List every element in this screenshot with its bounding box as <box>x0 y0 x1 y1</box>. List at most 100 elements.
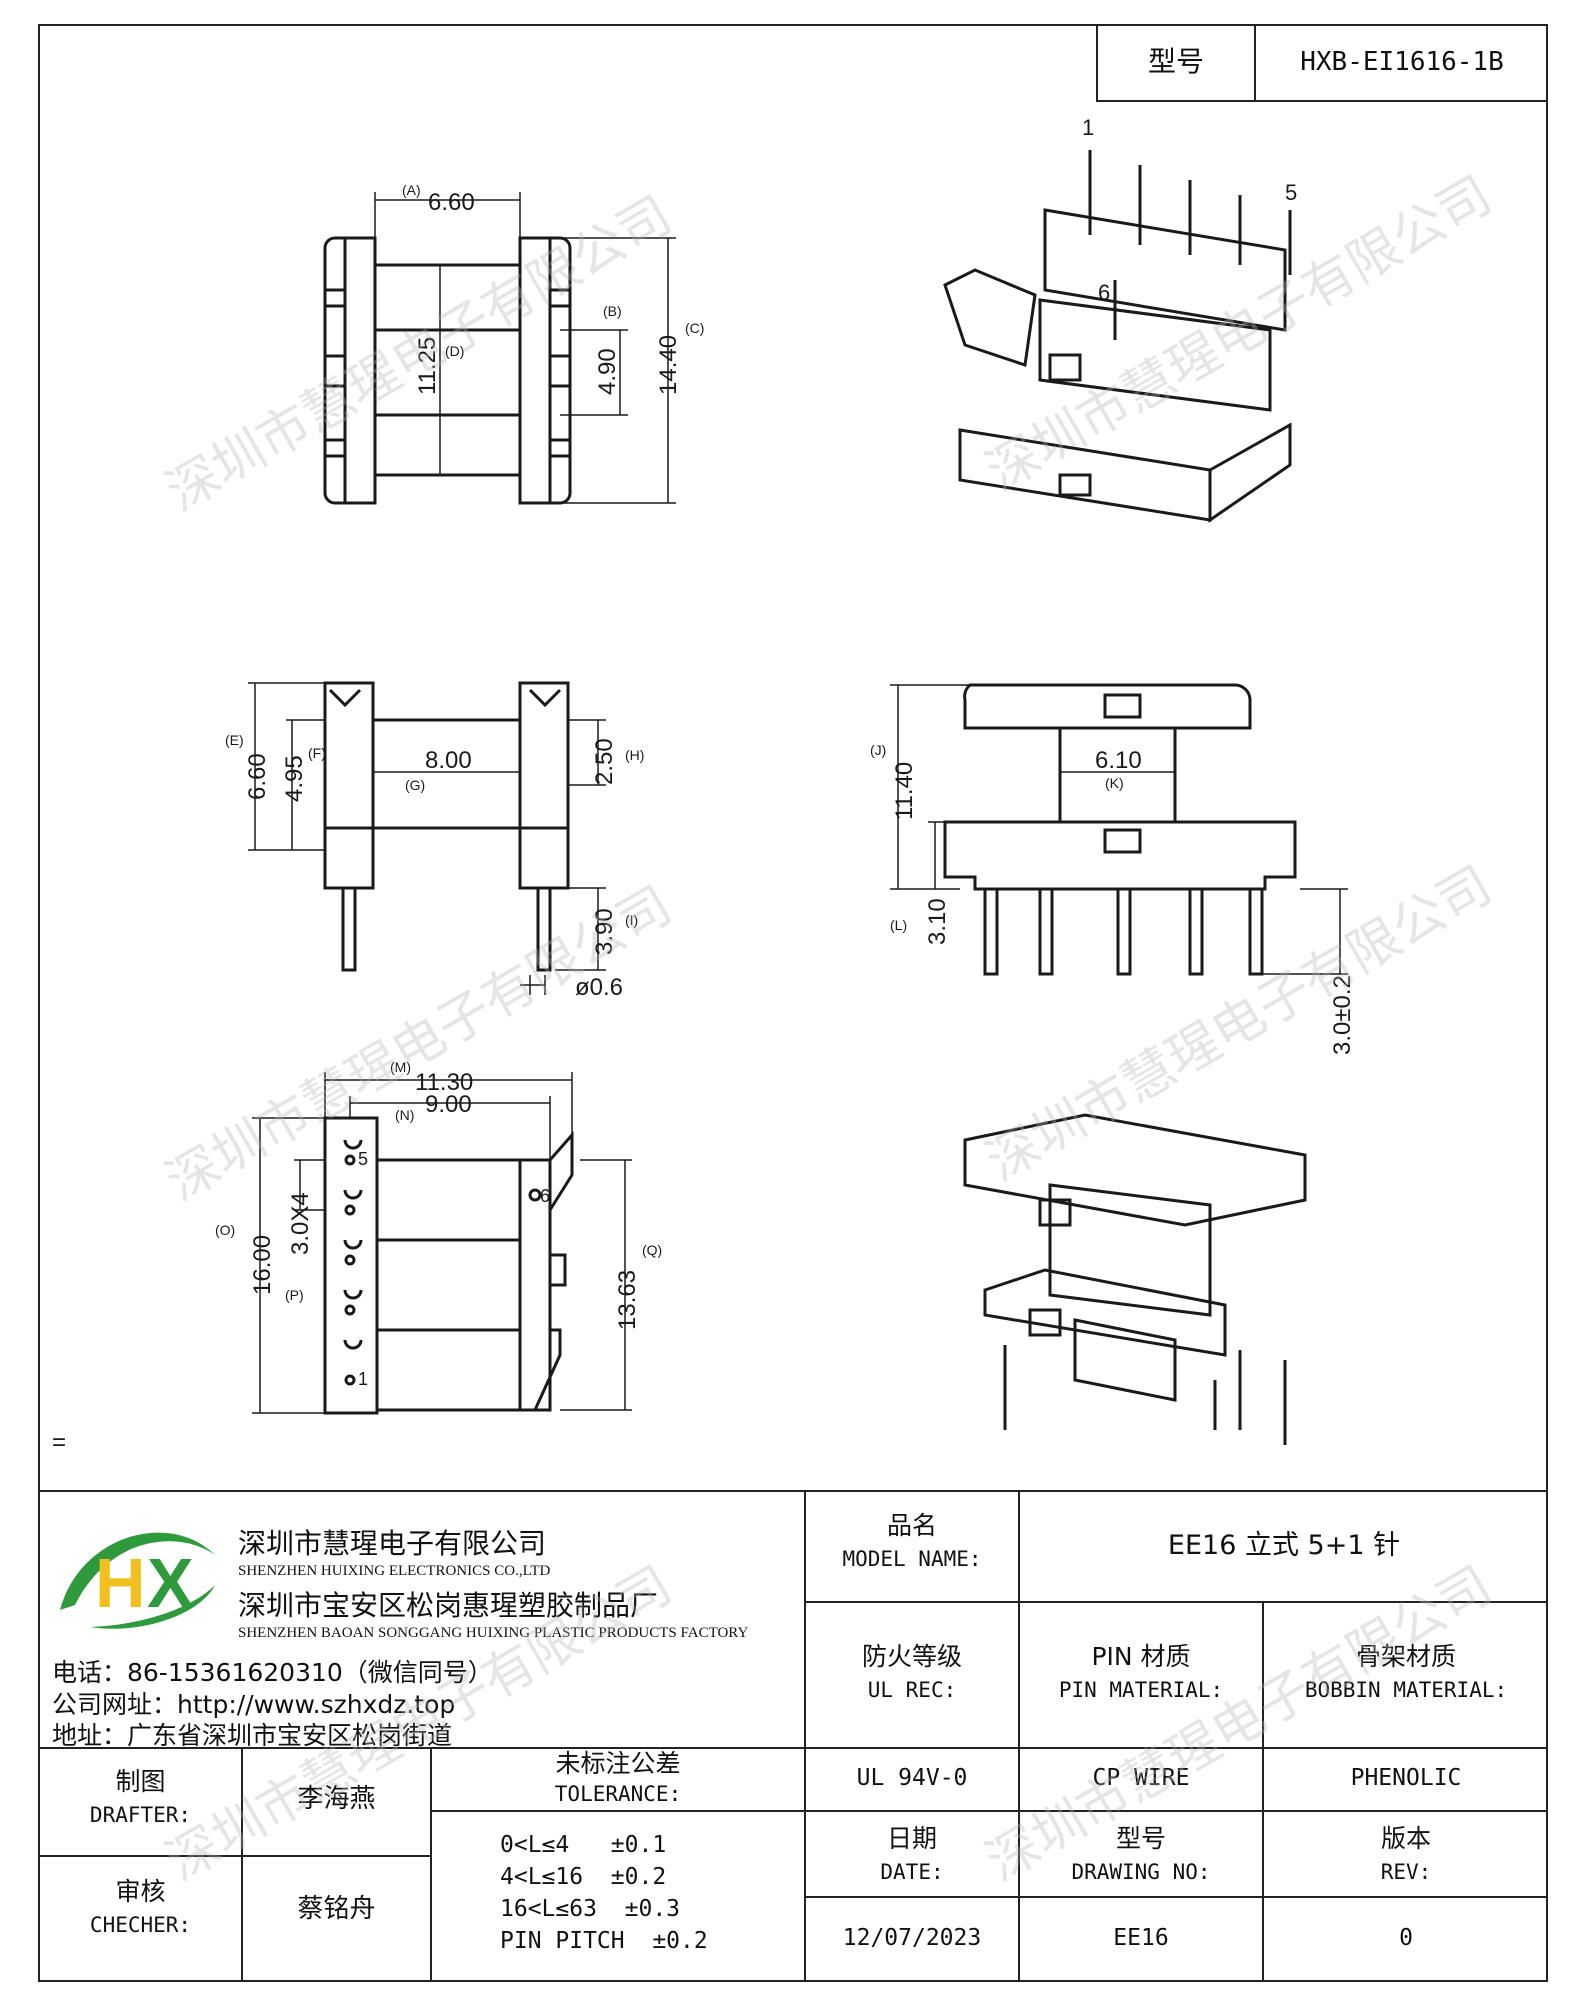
company-name-cn: 深圳市慧瑆电子有限公司 <box>238 1527 547 1560</box>
header-model-value: HXB-EI1616-1B <box>1300 47 1504 77</box>
company-address: 地址：广东省深圳市宝安区松岗街道 <box>52 1721 453 1750</box>
technical-drawing: 1 5 6 (A) 6.60 (B) 4.90 (C) 14.40 (D) 11… <box>52 115 1356 1456</box>
bottom-pin-6: 6 <box>540 1186 550 1206</box>
pin-material-value: CP WIRE <box>1092 1765 1190 1791</box>
pin-length: 3.0±0.2 <box>1329 975 1356 1055</box>
bobbin-material-value: PHENOLIC <box>1350 1765 1462 1791</box>
drawing-no-label-en: DRAWING NO: <box>1071 1860 1211 1884</box>
title-block-line-h4 <box>38 1855 430 1857</box>
title-block-line-v2 <box>1018 1490 1020 1982</box>
drafter-name: 李海燕 <box>297 1784 376 1814</box>
tolerance-label-en: TOLERANCE: <box>554 1782 682 1806</box>
dim-L: 3.10 <box>924 898 951 945</box>
model-name-label-cn: 品名 <box>886 1511 937 1540</box>
bottom-pin-1: 1 <box>358 1369 368 1389</box>
fire-rating-value: UL 94V-0 <box>856 1765 968 1791</box>
company-website: 公司网址：http://www.szhxdz.top <box>52 1690 456 1719</box>
factory-name-cn: 深圳市宝安区松岗惠瑆塑胶制品厂 <box>238 1589 659 1622</box>
checker-label-cn: 审核 <box>115 1877 166 1906</box>
tolerance-line-1: 0<L≤4 ±0.1 <box>500 1832 667 1858</box>
checker-name: 蔡铭舟 <box>297 1894 376 1924</box>
dim-D: 11.25 <box>414 337 441 395</box>
side-view <box>323 681 570 972</box>
pin-material-label-en: PIN MATERIAL: <box>1058 1678 1224 1702</box>
dim-L-tag: (L) <box>890 917 907 933</box>
model-name-label-en: MODEL NAME: <box>842 1547 982 1571</box>
company-name-en: SHENZHEN HUIXING ELECTRONICS CO.,LTD <box>238 1563 551 1579</box>
dim-P: 3.0X4 <box>287 1192 314 1255</box>
iso-view-bottom <box>963 1113 1307 1445</box>
title-block-line-h3 <box>430 1810 1548 1812</box>
dim-Q: 13.63 <box>614 1270 641 1330</box>
model-name-value: EE16 立式 5+1 针 <box>1167 1530 1401 1561</box>
dim-F-tag: (F) <box>308 745 326 761</box>
dim-K: 6.10 <box>1095 747 1142 774</box>
iso-pin-label-1: 1 <box>1082 115 1094 140</box>
checker-label-en: CHECHER: <box>89 1913 192 1937</box>
header-model-box: 型号 HXB-EI1616-1B <box>1096 24 1548 102</box>
tolerance-label-cn: 未标注公差 <box>555 1749 681 1778</box>
fire-rating-label-cn: 防火等级 <box>861 1642 962 1671</box>
dim-A-tag: (A) <box>402 182 421 198</box>
tolerance-line-4: PIN PITCH ±0.2 <box>500 1928 708 1954</box>
iso-pin-label-6: 6 <box>1098 280 1110 305</box>
title-block-top-line <box>38 1490 1548 1492</box>
bottom-view <box>323 1116 574 1415</box>
bottom-pin-5: 5 <box>358 1149 368 1169</box>
title-block-line-v4 <box>241 1747 243 1982</box>
title-block-line-h1 <box>804 1601 1548 1603</box>
factory-name-en: SHENZHEN BAOAN SONGGANG HUIXING PLASTIC … <box>238 1625 749 1641</box>
rev-value: 0 <box>1399 1925 1413 1951</box>
rev-label-en: REV: <box>1380 1860 1432 1884</box>
dim-M-tag: (M) <box>390 1059 411 1075</box>
dim-G-tag: (G) <box>405 777 425 793</box>
dim-I: 3.90 <box>591 908 618 955</box>
dim-J-tag: (J) <box>870 742 886 758</box>
title-block-line-h2 <box>38 1747 1548 1749</box>
fire-rating-label-en: UL REC: <box>867 1678 957 1702</box>
date-label-cn: 日期 <box>886 1824 937 1853</box>
dim-P-tag: (P) <box>285 1287 304 1303</box>
date-value: 12/07/2023 <box>842 1925 982 1951</box>
dim-O-tag: (O) <box>215 1222 235 1238</box>
title-block-line-h5 <box>804 1896 1548 1898</box>
dim-A: 6.60 <box>428 189 475 216</box>
dim-C-tag: (C) <box>685 320 704 336</box>
top-view <box>323 236 572 505</box>
pin-material-label-cn: PIN 材质 <box>1091 1642 1191 1671</box>
stray-mark: = <box>52 1429 66 1456</box>
drawing-no-value: EE16 <box>1113 1925 1169 1951</box>
company-logo: H X <box>50 1515 220 1635</box>
company-phone: 电话：86-15361620310（微信同号） <box>52 1658 493 1687</box>
bobbin-material-label-en: BOBBIN MATERIAL: <box>1304 1678 1508 1702</box>
pin-diameter: ø0.6 <box>575 974 623 1001</box>
dim-N: 9.00 <box>425 1091 472 1118</box>
dim-E: 6.60 <box>244 753 271 800</box>
rev-label-cn: 版本 <box>1380 1824 1431 1853</box>
title-block-line-v5 <box>430 1747 432 1982</box>
dim-I-tag: (I) <box>625 912 638 928</box>
drawing-no-label-cn: 型号 <box>1115 1824 1166 1853</box>
dim-J: 11.40 <box>891 762 918 820</box>
svg-text:X: X <box>147 1544 194 1622</box>
dim-Q-tag: (Q) <box>642 1242 662 1258</box>
drawing-frame <box>38 24 1548 1982</box>
dim-C: 14.40 <box>655 335 682 395</box>
header-model-label: 型号 <box>1147 45 1204 78</box>
dim-N-tag: (N) <box>395 1107 414 1123</box>
dim-F: 4.95 <box>281 755 308 802</box>
dim-B-tag: (B) <box>603 303 622 319</box>
dim-H: 2.50 <box>591 738 618 785</box>
drafter-label-en: DRAFTER: <box>89 1803 192 1827</box>
dim-K-tag: (K) <box>1105 775 1124 791</box>
dim-B: 4.90 <box>594 348 621 395</box>
svg-text:H: H <box>95 1544 146 1622</box>
drafter-label-cn: 制图 <box>115 1767 166 1796</box>
title-block-line-v1 <box>804 1490 806 1982</box>
dim-M: 11.30 <box>415 1069 473 1096</box>
iso-pin-label-5: 5 <box>1285 180 1297 205</box>
dim-G: 8.00 <box>425 747 472 774</box>
date-label-en: DATE: <box>880 1860 944 1884</box>
bobbin-material-label-cn: 骨架材质 <box>1355 1642 1456 1671</box>
iso-view-top <box>943 150 1292 523</box>
